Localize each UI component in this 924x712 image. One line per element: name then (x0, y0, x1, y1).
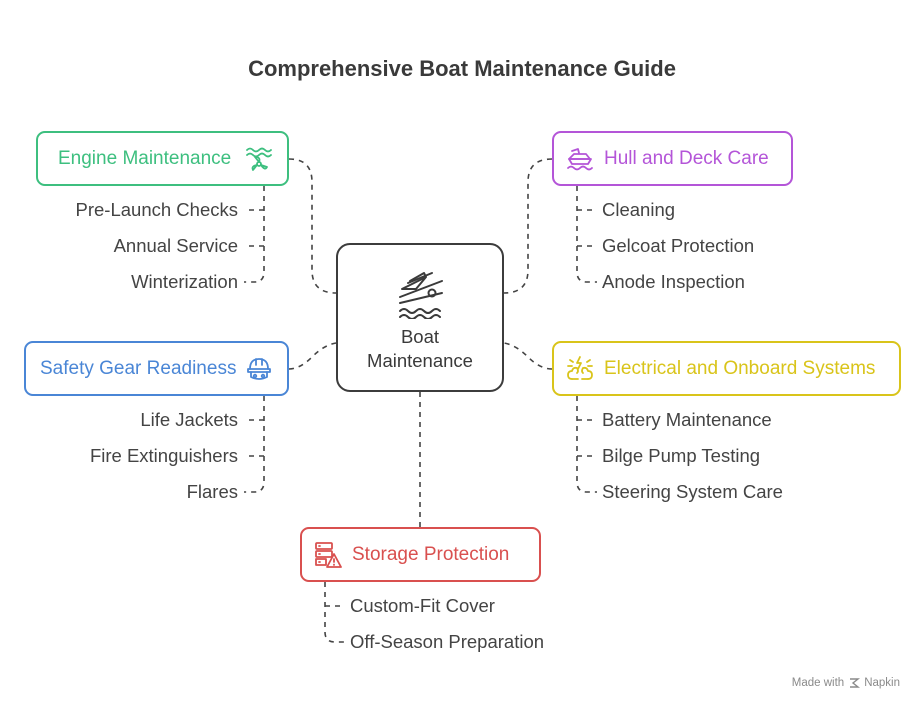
safety-item-flares: Flares (186, 481, 238, 502)
engine-item-winterization: Winterization (131, 271, 238, 292)
hull-connector (503, 158, 553, 294)
engine-item-annual-service: Annual Service (113, 235, 238, 256)
storage-item-custom-fit-cover: Custom-Fit Cover (350, 595, 495, 616)
hull-item-cleaning: Cleaning (602, 199, 676, 220)
electrical-leaf-connector (576, 396, 597, 493)
safety-item-life-jackets: Life Jackets (140, 409, 238, 430)
boat-ramp-icon (399, 272, 443, 319)
hull-deck-care-box: Hull and Deck Care (552, 131, 793, 186)
hard-hat-icon (247, 357, 271, 380)
napkin-logo-icon (850, 678, 861, 688)
made-with-text: Made with (791, 677, 845, 689)
propeller-water-icon (246, 147, 272, 171)
central-node-label: Boat Maintenance (367, 326, 473, 371)
safety-leaf-connector (244, 396, 265, 493)
central-node: Boat Maintenance (336, 243, 504, 392)
engine-item-pre-launch-checks: Pre-Launch Checks (75, 199, 238, 220)
engine-maintenance-label: Engine Maintenance (58, 147, 232, 169)
safety-connector (288, 342, 337, 370)
server-warning-icon (315, 541, 342, 568)
hull-item-gelcoat-protection: Gelcoat Protection (602, 235, 755, 256)
hull-item-anode-inspection: Anode Inspection (602, 271, 745, 292)
safety-gear-label: Safety Gear Readiness (40, 357, 237, 379)
electrical-connector (503, 342, 553, 370)
safety-gear-box: Safety Gear Readiness (24, 341, 289, 396)
engine-leaf-connector (244, 186, 265, 283)
diagram-title: Comprehensive Boat Maintenance Guide (248, 56, 676, 81)
electrical-systems-label: Electrical and Onboard Systems (604, 357, 876, 379)
engine-connector (288, 158, 337, 294)
storage-item-off-season-preparation: Off-Season Preparation (350, 631, 545, 652)
electrical-item-steering-system-care: Steering System Care (602, 481, 783, 502)
made-with-napkin-badge: Made with Napkin (792, 677, 900, 689)
electrical-item-battery-maintenance: Battery Maintenance (602, 409, 772, 430)
safety-item-fire-extinguishers: Fire Extinguishers (89, 445, 238, 466)
engine-maintenance-box: Engine Maintenance (36, 131, 289, 186)
storage-protection-label: Storage Protection (352, 543, 510, 565)
electrical-systems-box: Electrical and Onboard Systems (552, 341, 901, 396)
hull-deck-care-label: Hull and Deck Care (604, 147, 769, 169)
electric-cloud-icon (567, 355, 593, 380)
napkin-brand-text: Napkin (864, 677, 900, 689)
electrical-item-bilge-pump-testing: Bilge Pump Testing (602, 445, 761, 466)
boat-icon (567, 147, 593, 170)
storage-protection-box: Storage Protection (300, 527, 541, 582)
storage-leaf-connector (324, 582, 345, 643)
hull-leaf-connector (576, 186, 597, 283)
